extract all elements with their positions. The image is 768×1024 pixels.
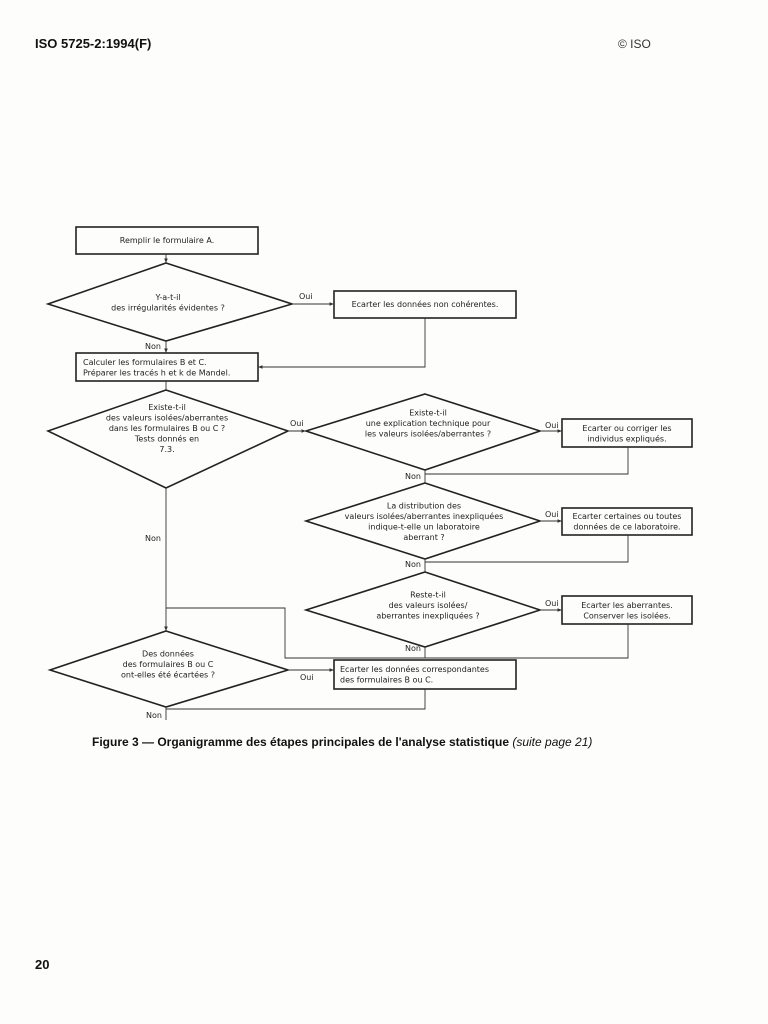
q_distribution-text: indique-t-elle un laboratoire <box>368 522 480 531</box>
box-start <box>75 226 259 255</box>
calc_bc-text: Calculer les formulaires B et C. <box>83 358 207 367</box>
box-corriger <box>561 418 693 448</box>
yes-label: Oui <box>545 421 559 430</box>
q_explication-text: une explication technique pour <box>366 419 491 428</box>
yes-label: Oui <box>545 599 559 608</box>
no-label: Non <box>405 472 421 481</box>
q_irregularites-text: des irrégularités évidentes ? <box>111 302 225 312</box>
q_valeurs-text: 7.3. <box>159 445 174 454</box>
yes-label: Oui <box>300 673 314 682</box>
a_aberrantes-text: Ecarter les aberrantes. <box>581 601 672 610</box>
no-label: Non <box>145 534 161 543</box>
calc_bc-text: Préparer les tracés h et k de Mandel. <box>83 367 230 377</box>
copyright: © ISO <box>618 37 651 51</box>
a_aberrantes-text: Conserver les isolées. <box>583 610 670 620</box>
q_explication-text: les valeurs isolées/aberrantes ? <box>365 429 491 439</box>
yes-label: Oui <box>299 292 313 301</box>
q_explication-text: Existe-t-il <box>409 409 447 418</box>
q_distribution-text: La distribution des <box>387 501 461 510</box>
q_reste-text: des valeurs isolées/ <box>389 600 468 610</box>
no-label: Non <box>145 342 161 351</box>
figure-caption: Figure 3 — Organigramme des étapes princ… <box>92 735 592 749</box>
q_valeurs-text: Existe-t-il <box>148 403 186 412</box>
q_valeurs-text: Tests donnés en <box>134 434 199 444</box>
page-number: 20 <box>35 957 50 972</box>
a_correspondantes-text: des formulaires B ou C. <box>340 675 433 684</box>
q_irregularites-text: Y-a-t-il <box>154 293 180 302</box>
caption-note: (suite page 21) <box>512 735 593 749</box>
diamond-ecartees <box>47 630 291 708</box>
a_labo-text: données de ce laboratoire. <box>573 521 680 531</box>
no-label: Non <box>146 711 162 720</box>
a_correspondantes-text: Ecarter les données correspondantes <box>340 664 489 674</box>
standard-id: ISO 5725-2:1994(F) <box>35 36 152 51</box>
q_ecartees-text: ont-elles été écartées ? <box>121 670 215 680</box>
q_ecartees-text: des formulaires B ou C <box>123 660 214 669</box>
q_reste-text: Reste-t-il <box>410 591 446 600</box>
no-label: Non <box>405 644 421 653</box>
yes-label: Oui <box>290 419 304 428</box>
a_labo-text: Ecarter certaines ou toutes <box>573 512 682 521</box>
a_corriger-text: individus expliqués. <box>587 433 666 443</box>
q_valeurs-text: des valeurs isolées/aberrantes <box>106 413 228 423</box>
q_reste-text: aberrantes inexpliquées ? <box>376 611 479 621</box>
box-labo <box>561 507 693 536</box>
diamond-distribution <box>303 482 543 560</box>
start-text: Remplir le formulaire A. <box>120 236 214 245</box>
q_valeurs-text: dans les formulaires B ou C ? <box>109 424 225 433</box>
caption-label: Figure 3 — Organigramme des étapes princ… <box>92 735 509 749</box>
connectors <box>164 254 629 720</box>
q_distribution-text: valeurs isolées/aberrantes inexpliquées <box>345 511 504 521</box>
q_ecartees-text: Des données <box>142 649 194 659</box>
q_distribution-text: aberrant ? <box>403 533 444 542</box>
diamond-irregularites <box>45 262 295 342</box>
no-label: Non <box>405 560 421 569</box>
a_incoherentes-text: Ecarter les données non cohérentes. <box>352 299 499 309</box>
a_corriger-text: Ecarter ou corriger les <box>582 424 671 433</box>
yes-label: Oui <box>545 510 559 519</box>
